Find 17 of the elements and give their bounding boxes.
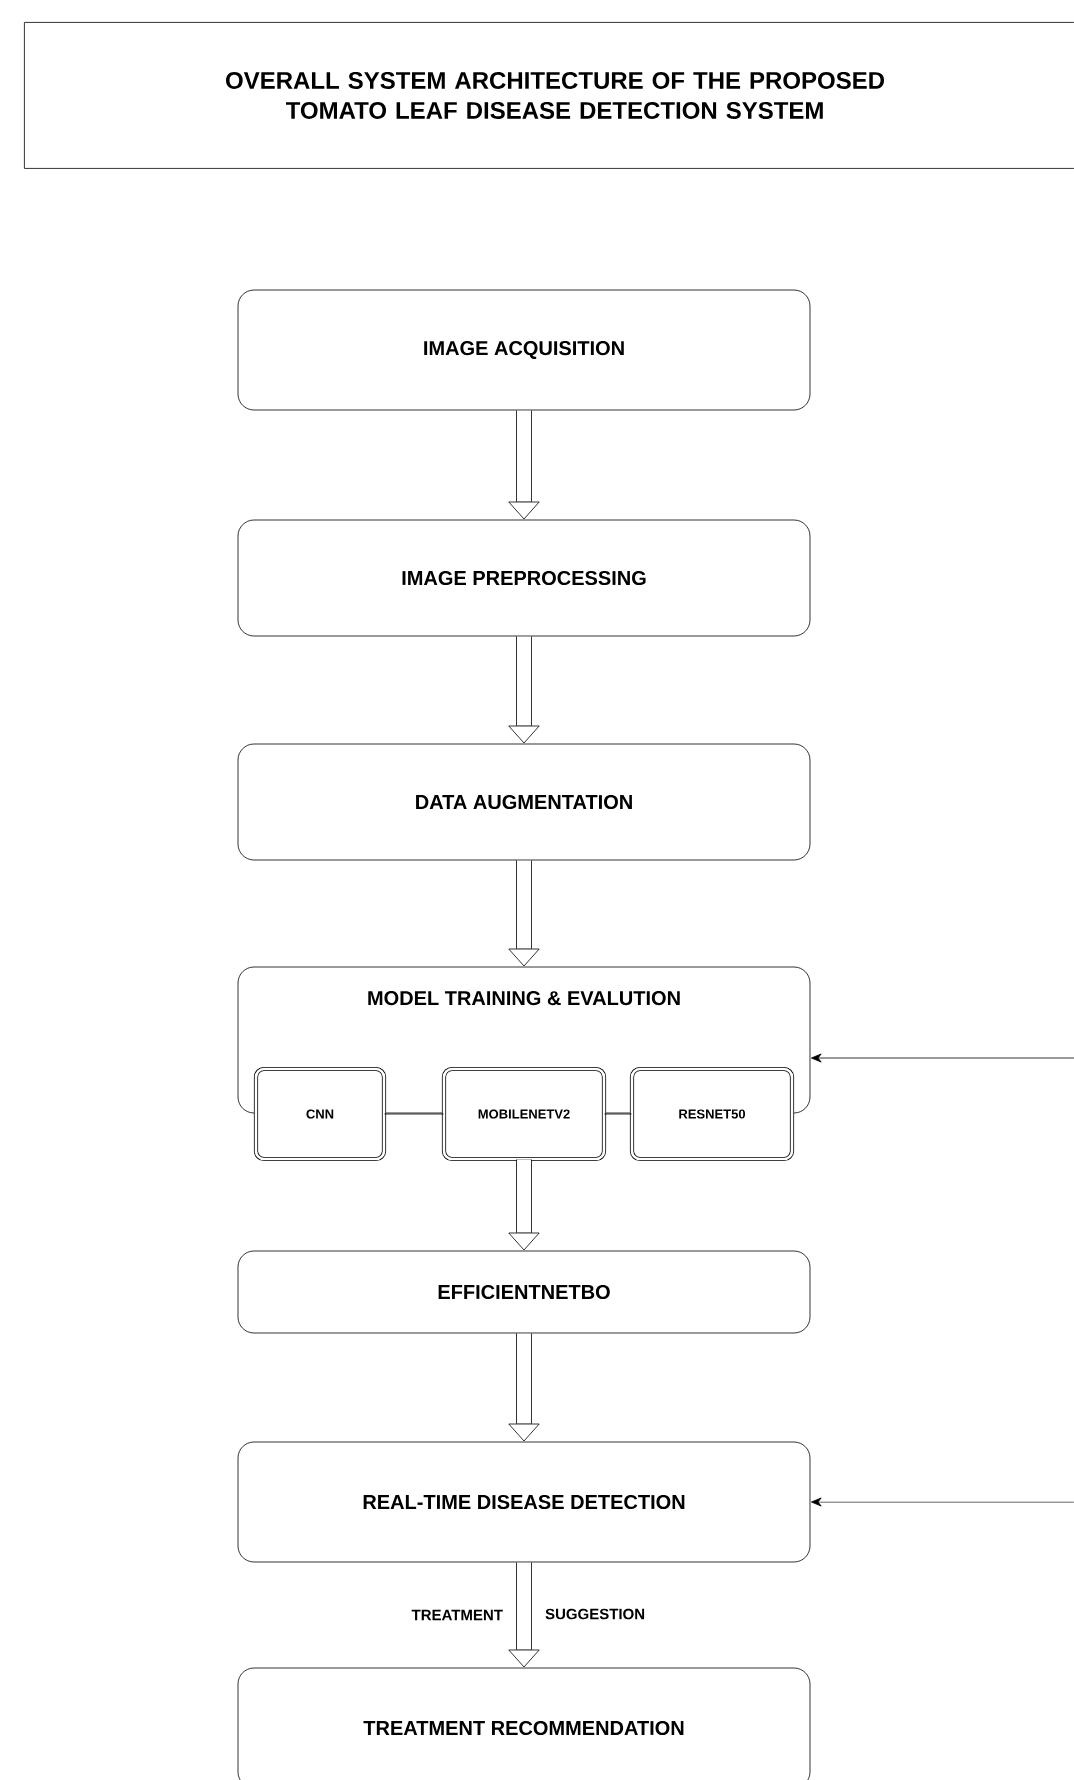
block-arrow [508, 410, 540, 520]
process-box: REAL-TIME DISEASE DETECTION [237, 1441, 811, 1563]
arrow [811, 1497, 1074, 1507]
process-box: EFFICIENTNETBO [237, 1250, 811, 1334]
connector-line [384, 1113, 444, 1115]
block-arrow [508, 860, 540, 967]
block-arrow [508, 636, 540, 744]
title-box: OVERALL SYSTEM ARCHITECTURE OF THE PROPOSED TOMATO LEAF DISEASE DETECTION SYSTEM [24, 22, 1074, 169]
block-arrow [508, 1562, 540, 1668]
process-box: DATA AUGMENTATION [237, 743, 811, 861]
block-arrow [508, 1333, 540, 1442]
block-arrow [508, 1159, 540, 1251]
arrow [811, 1053, 1074, 1063]
process-box: TREATMENT RECOMMENDATION [237, 1667, 811, 1780]
process-box: IMAGE PREPROCESSING [237, 519, 811, 637]
process-box: IMAGE ACQUISITION [237, 289, 811, 411]
connector-line [604, 1113, 632, 1115]
